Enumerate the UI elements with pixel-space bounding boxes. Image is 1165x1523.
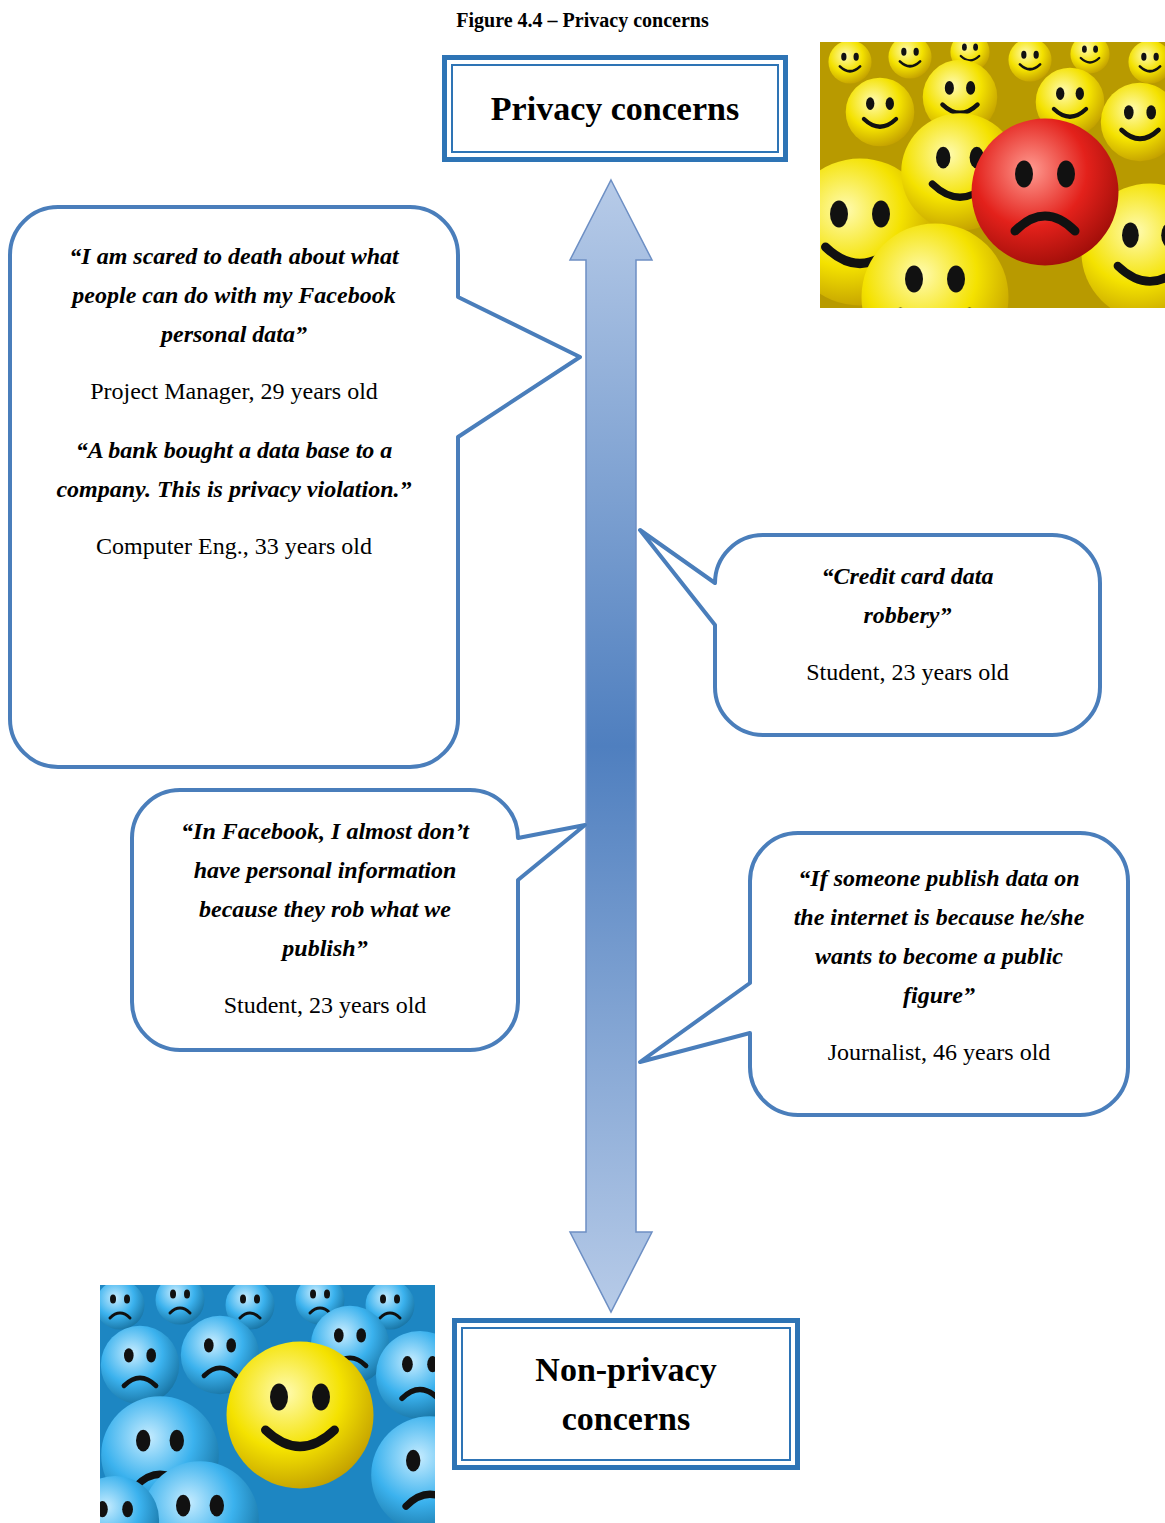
speech-bubble: “Credit card data robbery” Student, 23 ye…: [715, 535, 1100, 735]
speaker-label: Journalist, 46 years old: [786, 1033, 1092, 1072]
quote-text: “In Facebook, I almost don’t have person…: [160, 812, 490, 968]
sad-ball: [100, 1285, 145, 1330]
sad-ball: [972, 119, 1119, 266]
speech-bubble: “I am scared to death about what people …: [10, 207, 458, 767]
speaker-label: Project Manager, 29 years old: [48, 372, 420, 411]
sad-face-picture: [820, 42, 1165, 308]
sad-ball: [376, 1331, 435, 1419]
concept-box: Privacy concerns: [442, 55, 788, 162]
double-arrow: [570, 180, 652, 1312]
quote-text: “Credit card data robbery”: [787, 557, 1028, 635]
smiley-ball: [828, 42, 871, 84]
bubble-shape: [132, 790, 585, 1050]
smiley-ball: [1101, 83, 1165, 161]
smiley-ball: [846, 78, 915, 147]
box-label: Privacy concerns: [491, 84, 739, 133]
smiley-ball: [1128, 42, 1165, 84]
bubble-shape: [10, 207, 580, 767]
quote-text: “If someone publish data on the internet…: [786, 859, 1092, 1015]
smiley-ball: [862, 224, 1009, 309]
smiley-ball: [888, 42, 931, 79]
sad-ball: [141, 1461, 259, 1523]
speaker-label: Student, 23 years old: [160, 986, 490, 1025]
bubble-shape: [640, 530, 1100, 735]
concept-box: Non-privacy concerns: [452, 1318, 800, 1470]
speaker-label: Computer Eng., 33 years old: [48, 527, 420, 566]
sad-ball: [371, 1416, 435, 1523]
smiley-ball: [1008, 42, 1051, 82]
sad-ball: [100, 1476, 159, 1523]
figure-title: Figure 4.4 – Privacy concerns: [0, 9, 1165, 32]
speaker-label: Student, 23 years old: [787, 653, 1028, 692]
happy-face-picture: [100, 1285, 435, 1523]
speech-bubble: “If someone publish data on the internet…: [750, 833, 1128, 1115]
sad-ball: [156, 1285, 205, 1325]
box-label: Non-privacy concerns: [515, 1345, 737, 1444]
quote-text: “A bank bought a data base to a company.…: [48, 431, 420, 509]
sad-ball: [101, 1326, 179, 1404]
bubble-shape: [640, 833, 1128, 1115]
smiley-ball: [227, 1342, 374, 1489]
speech-bubble: “In Facebook, I almost don’t have person…: [132, 790, 518, 1050]
quote-text: “I am scared to death about what people …: [48, 237, 420, 354]
